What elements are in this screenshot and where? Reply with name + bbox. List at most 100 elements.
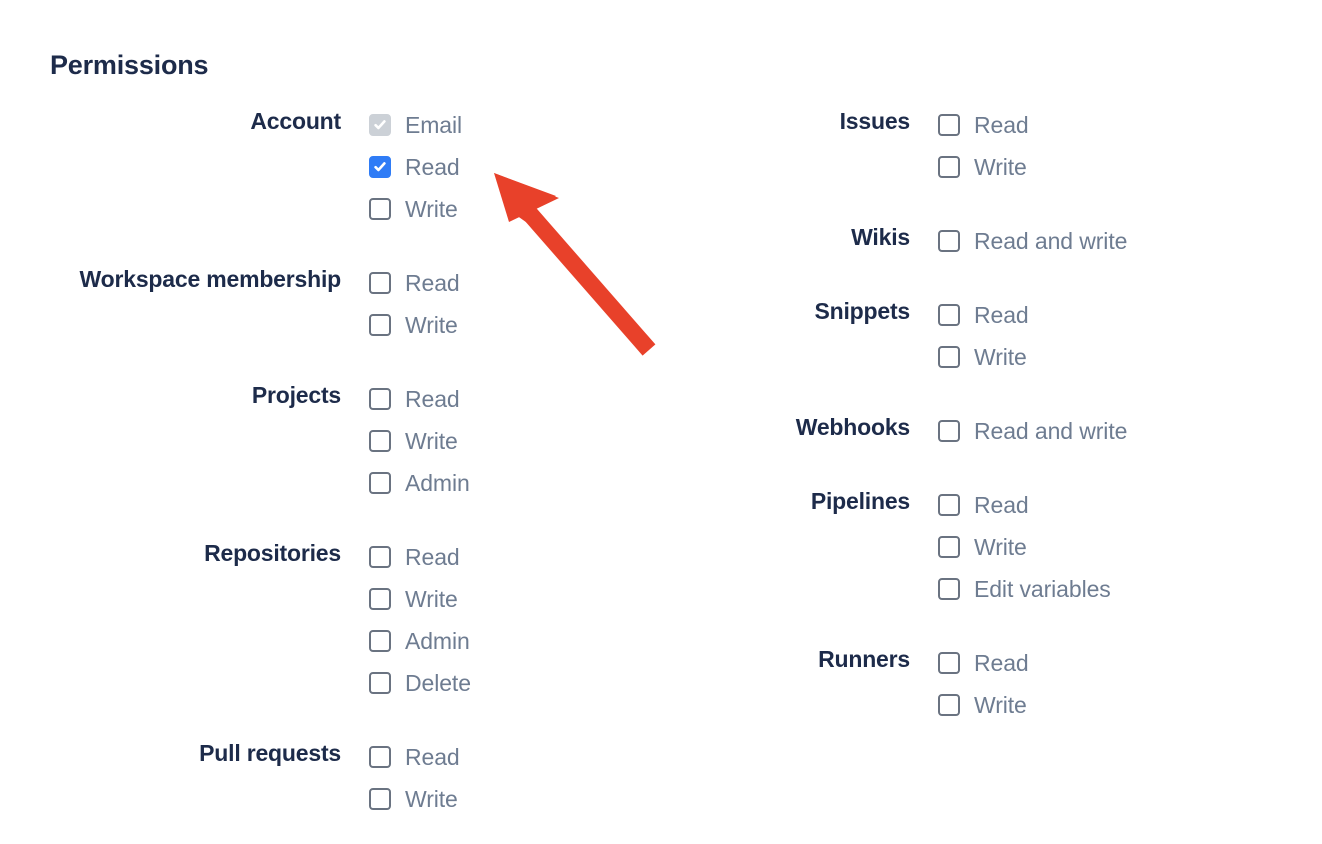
permission-option-label[interactable]: Write (405, 312, 458, 338)
permission-option-row[interactable]: Read (369, 378, 660, 420)
checkbox-snippets-read[interactable] (938, 304, 960, 326)
permission-option-row[interactable]: Read (369, 536, 660, 578)
permission-option-row[interactable]: Write (369, 420, 660, 462)
checkbox-issues-write[interactable] (938, 156, 960, 178)
permission-option-label[interactable]: Read (974, 112, 1029, 138)
permission-option-row[interactable]: Read (938, 294, 1260, 336)
permission-option-row[interactable]: Admin (369, 462, 660, 504)
checkbox-repositories-read[interactable] (369, 546, 391, 568)
permission-option-row[interactable]: Write (938, 526, 1260, 568)
permission-group: Webhooks Read and write (600, 410, 1260, 452)
permission-option-label[interactable]: Read (405, 544, 460, 570)
checkbox-pipelines-write[interactable] (938, 536, 960, 558)
permission-option-label[interactable]: Write (405, 586, 458, 612)
permission-option-label[interactable]: Write (405, 428, 458, 454)
check-icon (374, 162, 386, 172)
permission-group-label: Account (250, 108, 341, 134)
permission-option-row[interactable]: Write (938, 684, 1260, 726)
checkbox-repositories-write[interactable] (369, 588, 391, 610)
checkbox-issues-read[interactable] (938, 114, 960, 136)
permission-group-label: Issues (839, 108, 911, 134)
permission-option-list: Read and write (910, 410, 1260, 452)
permission-option-label[interactable]: Read (974, 492, 1029, 518)
permission-option-row[interactable]: Read (369, 262, 660, 304)
permission-option-label[interactable]: Delete (405, 670, 471, 696)
permission-option-label[interactable]: Write (974, 534, 1027, 560)
permission-option-row[interactable]: Read (938, 484, 1260, 526)
permission-option-row[interactable]: Email (369, 104, 660, 146)
permission-option-label[interactable]: Read (405, 154, 460, 180)
permission-option-label[interactable]: Admin (405, 470, 470, 496)
permission-option-row[interactable]: Read (938, 642, 1260, 684)
permission-option-label[interactable]: Read and write (974, 228, 1128, 254)
permission-option-row[interactable]: Write (369, 304, 660, 346)
checkbox-webhooks-read-and-write[interactable] (938, 420, 960, 442)
permission-option-label[interactable]: Read (974, 302, 1029, 328)
permission-option-row[interactable]: Write (938, 336, 1260, 378)
page-title: Permissions (50, 50, 209, 80)
permission-group-label: Webhooks (795, 414, 910, 440)
checkbox-runners-read[interactable] (938, 652, 960, 674)
checkbox-runners-write[interactable] (938, 694, 960, 716)
permission-option-label[interactable]: Write (405, 196, 458, 222)
checkbox-projects-read[interactable] (369, 388, 391, 410)
check-icon (374, 120, 386, 130)
permission-option-row[interactable]: Read (369, 736, 660, 778)
checkbox-account-write[interactable] (369, 198, 391, 220)
checkbox-repositories-admin[interactable] (369, 630, 391, 652)
permission-option-row[interactable]: Write (938, 146, 1260, 188)
checkbox-pull-requests-read[interactable] (369, 746, 391, 768)
permission-option-row[interactable]: Write (369, 778, 660, 820)
permission-option-label[interactable]: Read (974, 650, 1029, 676)
permission-option-label[interactable]: Write (974, 154, 1027, 180)
permission-option-row[interactable]: Admin (369, 620, 660, 662)
permission-group-label: Repositories (204, 540, 341, 566)
permission-option-label[interactable]: Read (405, 744, 460, 770)
permission-option-label[interactable]: Write (974, 692, 1027, 718)
permission-group-label: Pipelines (810, 488, 910, 514)
permission-option-row[interactable]: Write (369, 578, 660, 620)
permission-option-row[interactable]: Write (369, 188, 660, 230)
permission-option-label[interactable]: Write (974, 344, 1027, 370)
permission-option-label[interactable]: Admin (405, 628, 470, 654)
checkbox-projects-admin[interactable] (369, 472, 391, 494)
permission-option-row[interactable]: Edit variables (938, 568, 1260, 610)
permission-option-label[interactable]: Read (405, 270, 460, 296)
permission-option-row[interactable]: Read and write (938, 220, 1260, 262)
permission-option-row[interactable]: Read (369, 146, 660, 188)
permission-option-label[interactable]: Read and write (974, 418, 1128, 444)
permission-option-label[interactable]: Read (405, 386, 460, 412)
checkbox-account-read[interactable] (369, 156, 391, 178)
checkbox-pipelines-read[interactable] (938, 494, 960, 516)
permission-option-row[interactable]: Read and write (938, 410, 1260, 452)
checkbox-pipelines-edit-variables[interactable] (938, 578, 960, 600)
checkbox-snippets-write[interactable] (938, 346, 960, 368)
permission-option-label[interactable]: Edit variables (974, 576, 1111, 602)
checkbox-projects-write[interactable] (369, 430, 391, 452)
permission-group-label: Workspace membership (79, 266, 342, 292)
checkbox-wikis-read-and-write[interactable] (938, 230, 960, 252)
checkbox-repositories-delete[interactable] (369, 672, 391, 694)
checkbox-pull-requests-write[interactable] (369, 788, 391, 810)
permission-group-label: Projects (251, 382, 341, 408)
permission-option-label[interactable]: Write (405, 786, 458, 812)
permission-option-label[interactable]: Email (405, 112, 463, 138)
permission-option-row[interactable]: Delete (369, 662, 660, 704)
permission-option-row[interactable]: Read (938, 104, 1260, 146)
checkbox-workspace-membership-write[interactable] (369, 314, 391, 336)
permission-group-label: Pull requests (199, 740, 341, 766)
checkbox-workspace-membership-read[interactable] (369, 272, 391, 294)
